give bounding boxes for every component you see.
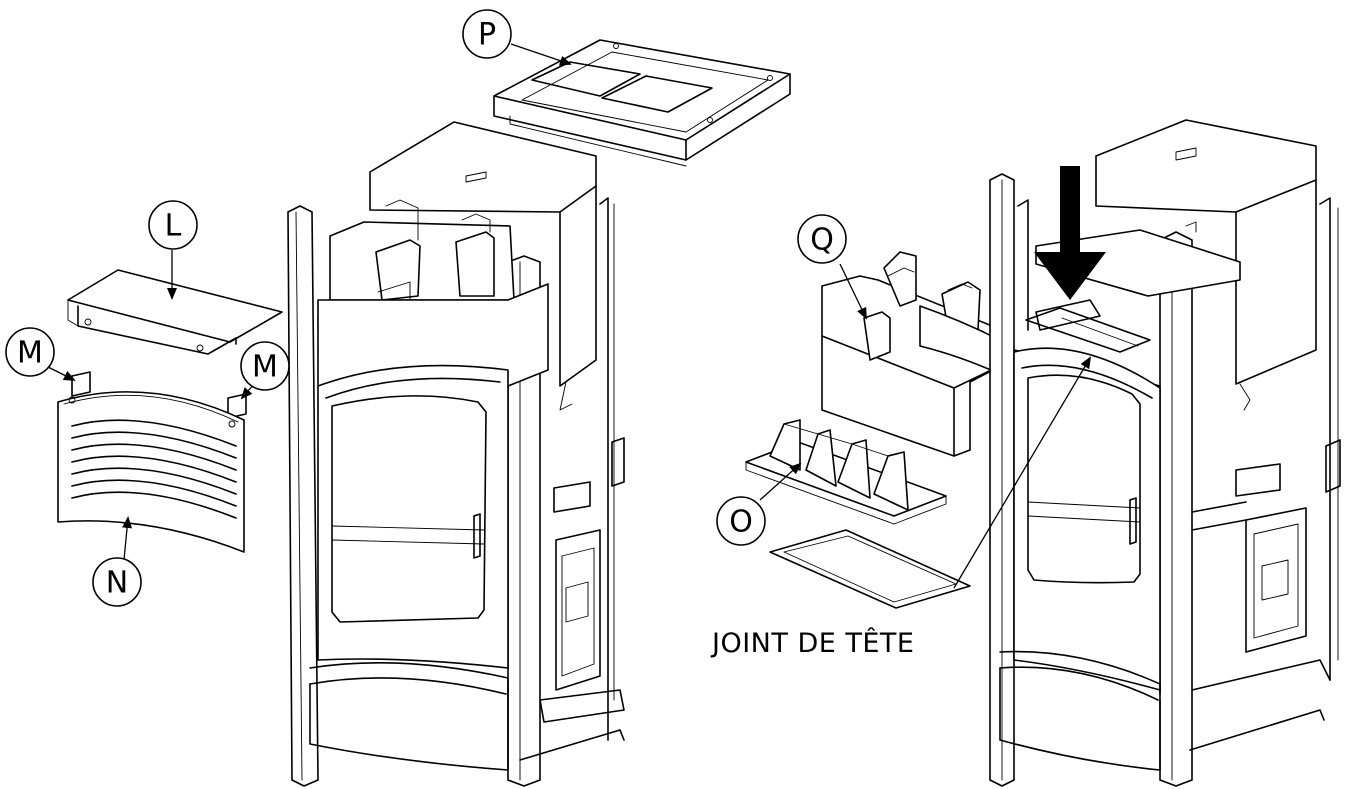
front-grille-part-n [57,391,245,553]
bracket-part-m-right [227,393,247,419]
callout-o-letter: O [729,505,753,540]
callout-q-letter: Q [810,223,834,258]
callout-n: N [92,557,142,607]
leader-lines [45,43,1092,589]
callout-p: P [462,9,512,59]
callout-m-right: M [240,341,290,391]
down-arrow-icon [1034,166,1106,300]
head-gasket [769,529,971,609]
callout-n-letter: N [106,566,128,601]
flue-assembly-part-q [821,251,1013,457]
callout-l: L [148,200,198,250]
callout-p-letter: P [478,18,496,53]
callout-l-letter: L [165,209,182,244]
head-gasket-caption: JOINT DE TÊTE [710,627,915,659]
cover-plate-part-l [67,269,283,355]
callout-q: Q [797,214,847,264]
stove-body-left [287,121,625,787]
bracket-part-m-left [71,371,91,397]
callout-m-left: M [5,327,55,377]
callout-m-left-letter: M [17,336,43,371]
callout-o: O [716,496,766,546]
stove-body-right [989,119,1341,787]
callout-m-right-letter: M [252,350,278,385]
